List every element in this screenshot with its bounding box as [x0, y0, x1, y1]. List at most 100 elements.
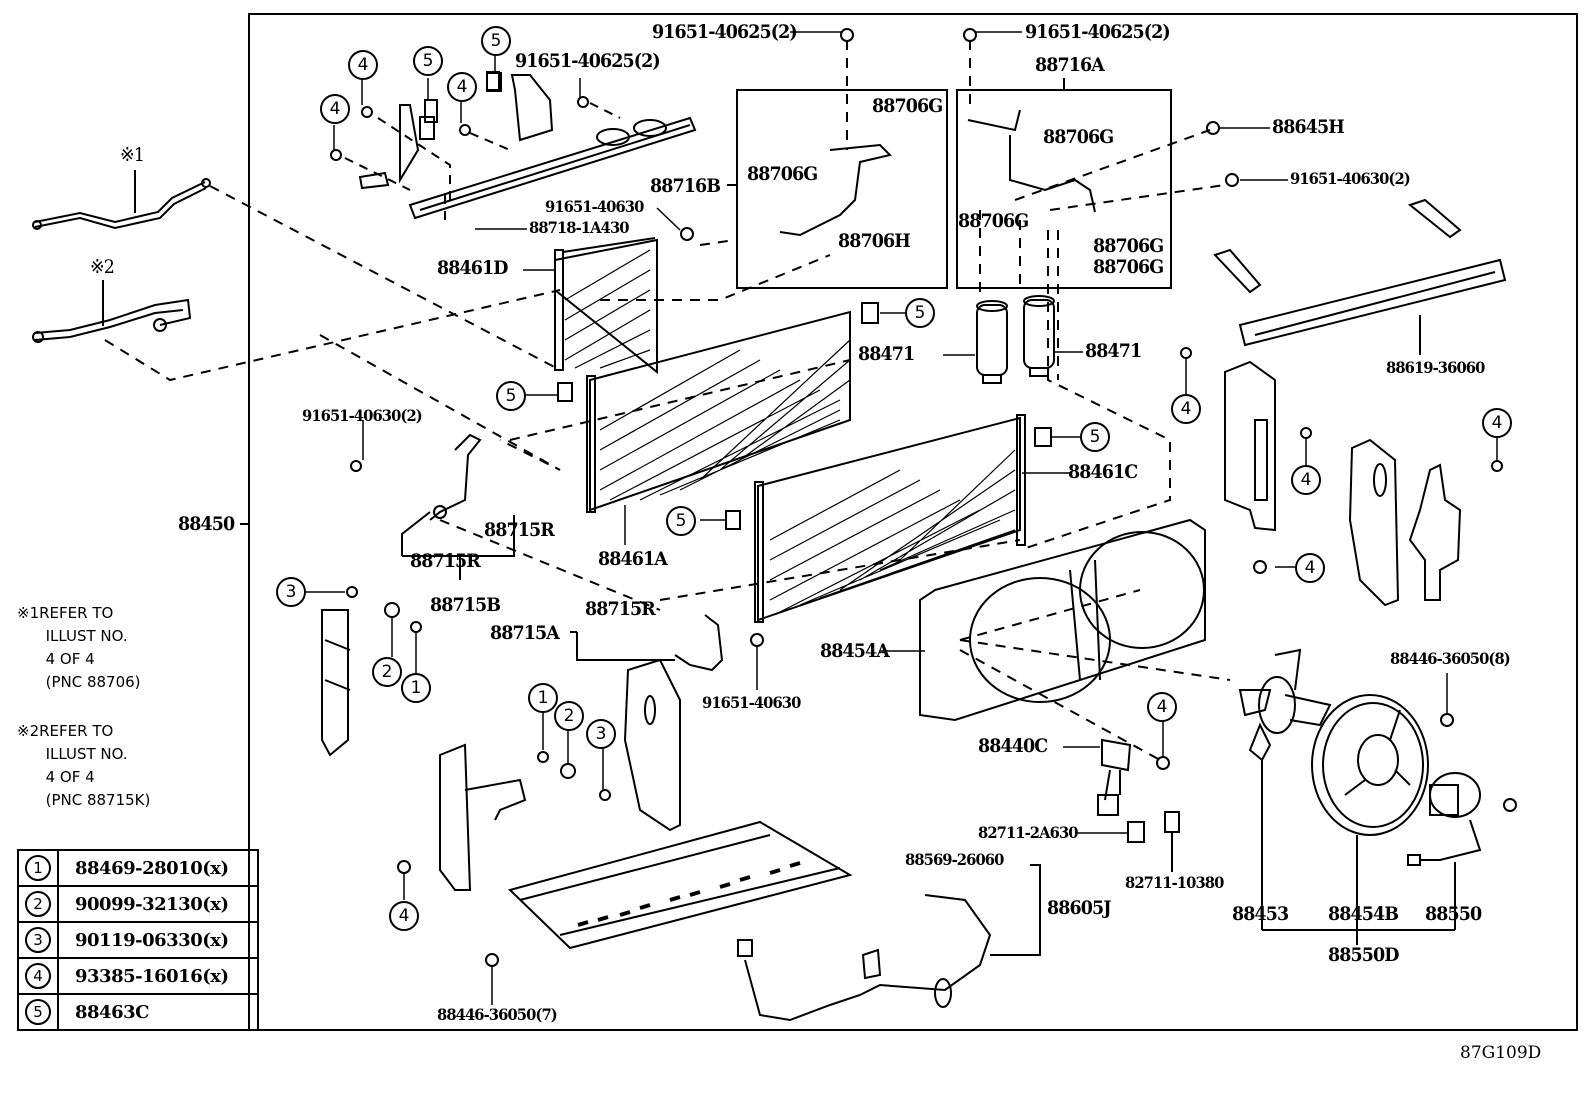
callout-4[interactable]: 4 [447, 72, 477, 102]
label-fan-88453[interactable]: 88453 [1232, 903, 1289, 925]
callout-legend-table: 1 88469-28010(x) 2 90099-32130(x) 3 9011… [17, 849, 259, 1031]
plate-slots [577, 861, 801, 927]
callout-5[interactable]: 5 [666, 506, 696, 536]
note-ref2-line2: ILLUST NO. [45, 745, 128, 763]
callout-2[interactable]: 2 [372, 657, 402, 687]
label-oring-88715r-2[interactable]: 88715R [410, 550, 481, 572]
cover-88619 [1213, 198, 1507, 355]
callout-5[interactable]: 5 [1080, 422, 1110, 452]
label-bolt-91651-40630-right[interactable]: 91651-40630(2) [1290, 169, 1411, 188]
label-clamp-82711-10380[interactable]: 82711-10380 [1125, 873, 1224, 892]
label-oring-88706g-a3[interactable]: 88706G [1093, 235, 1164, 257]
callout-4[interactable]: 4 [1291, 465, 1321, 495]
legend-ref-circle: 2 [25, 891, 51, 917]
note-ref1: ※1REFER TO ILLUST NO. 4 OF 4 (PNC 88706) [17, 602, 141, 694]
callout-4[interactable]: 4 [1482, 408, 1512, 438]
main-frame [248, 13, 1578, 1031]
label-condenser-88461c[interactable]: 88461C [1068, 461, 1138, 483]
label-cap-88645h[interactable]: 88645H [1272, 116, 1345, 138]
legend-part-number[interactable]: 88469-28010(x) [57, 849, 259, 887]
label-oring-88706h[interactable]: 88706H [838, 230, 911, 252]
label-oring-88706g-a4[interactable]: 88706G [1093, 256, 1164, 278]
label-dryer-88471-left[interactable]: 88471 [858, 343, 915, 365]
label-bolt-91651-40625-right[interactable]: 91651-40625(2) [1025, 21, 1171, 43]
assembly-88450-label[interactable]: 88450 [178, 513, 235, 535]
right-bracket-3 [1408, 463, 1462, 601]
label-cover-88619-36060[interactable]: 88619-36060 [1386, 358, 1485, 377]
label-tube-88716a[interactable]: 88716A [1035, 54, 1105, 76]
callout-5[interactable]: 5 [905, 298, 935, 328]
label-bolt-91651-40625-left[interactable]: 91651-40625(2) [652, 21, 798, 43]
legend-part-number[interactable]: 88463C [57, 993, 259, 1031]
legend-ref-circle: 3 [25, 927, 51, 953]
legend-part-number[interactable]: 90099-32130(x) [57, 885, 259, 923]
condenser-88461c [754, 414, 1026, 623]
note-ref1-line2: ILLUST NO. [45, 627, 128, 645]
label-tube-88715b[interactable]: 88715B [430, 594, 501, 616]
callout-4[interactable]: 4 [389, 901, 419, 931]
label-shroud-88454b[interactable]: 88454B [1328, 903, 1399, 925]
callout-4[interactable]: 4 [1147, 692, 1177, 722]
legend-row[interactable]: 3 90119-06330(x) [17, 921, 259, 959]
label-oring-88706g-a1[interactable]: 88706G [1043, 126, 1114, 148]
label-bolt-91651-40630-mid[interactable]: 91651-40630 [545, 197, 644, 216]
callout-4[interactable]: 4 [348, 50, 378, 80]
legend-row[interactable]: 2 90099-32130(x) [17, 885, 259, 923]
legend-part-number[interactable]: 93385-16016(x) [57, 957, 259, 995]
label-oring-88715r-1[interactable]: 88715R [484, 519, 555, 541]
label-bolt-88446-36050-7[interactable]: 88446-36050(7) [437, 1005, 558, 1024]
legend-part-number[interactable]: 90119-06330(x) [57, 921, 259, 959]
fan-assy-bracket [1262, 929, 1455, 945]
label-fan-assy-88550d[interactable]: 88550D [1328, 944, 1399, 966]
label-motor-88550[interactable]: 88550 [1425, 903, 1482, 925]
label-harness-88605j[interactable]: 88605J [1047, 897, 1111, 919]
label-wire-88569-26060[interactable]: 88569-26060 [905, 850, 1004, 869]
label-bolt-91651-40630-low[interactable]: 91651-40630 [702, 693, 801, 712]
label-shroud-88454a[interactable]: 88454A [820, 640, 890, 662]
left-lower-bracket [321, 609, 351, 757]
callout-3[interactable]: 3 [276, 577, 306, 607]
callout-1[interactable]: 1 [401, 673, 431, 703]
label-bolt-91651-40630-left[interactable]: 91651-40630(2) [302, 406, 423, 425]
right-bracket-1 [1224, 360, 1276, 532]
label-bolt-91651-40625-bracket[interactable]: 91651-40625(2) [515, 50, 661, 72]
legend-row[interactable]: 1 88469-28010(x) [17, 849, 259, 887]
label-condenser-88461a[interactable]: 88461A [598, 548, 668, 570]
clamp-2a630 [1127, 821, 1145, 843]
resistor-88440c [1097, 738, 1132, 816]
pipe-ref2 [32, 280, 192, 343]
callout-5[interactable]: 5 [413, 46, 443, 76]
note-ref1-line3: 4 OF 4 [45, 650, 95, 668]
label-oring-88715r-3[interactable]: 88715R [585, 598, 656, 620]
pipe-ref2-label: ※2 [90, 256, 115, 278]
label-tube-88715a[interactable]: 88715A [490, 622, 560, 644]
note-ref2-line1: REFER TO [39, 722, 114, 740]
label-oring-88706g-b1[interactable]: 88706G [872, 95, 943, 117]
callout-4[interactable]: 4 [1171, 394, 1201, 424]
label-condenser-88461d[interactable]: 88461D [437, 257, 508, 279]
callout-5[interactable]: 5 [496, 381, 526, 411]
note-ref2-line4: (PNC 88715K) [45, 791, 151, 809]
tube-88715a [570, 614, 724, 672]
label-tube-88716b[interactable]: 88716B [650, 175, 721, 197]
callout-2[interactable]: 2 [554, 701, 584, 731]
tube-88716a [967, 109, 1096, 213]
label-oring-88706g-a2[interactable]: 88706G [958, 210, 1029, 232]
label-resistor-88440c[interactable]: 88440C [978, 735, 1048, 757]
motor-88550 [1407, 772, 1482, 930]
callout-4[interactable]: 4 [1295, 553, 1325, 583]
legend-row[interactable]: 5 88463C [17, 993, 259, 1031]
label-clip-88718-1a430[interactable]: 88718-1A430 [529, 218, 630, 237]
callout-5[interactable]: 5 [481, 26, 511, 56]
label-clamp-82711-2a630[interactable]: 82711-2A630 [978, 823, 1079, 842]
label-dryer-88471-right[interactable]: 88471 [1085, 340, 1142, 362]
label-oring-88706g-b2[interactable]: 88706G [747, 163, 818, 185]
label-bolt-88446-36050-8[interactable]: 88446-36050(8) [1390, 649, 1511, 668]
callout-3[interactable]: 3 [586, 719, 616, 749]
center-bracket [623, 658, 681, 832]
callout-1[interactable]: 1 [528, 683, 558, 713]
callout-4[interactable]: 4 [320, 94, 350, 124]
legend-row[interactable]: 4 93385-16016(x) [17, 957, 259, 995]
